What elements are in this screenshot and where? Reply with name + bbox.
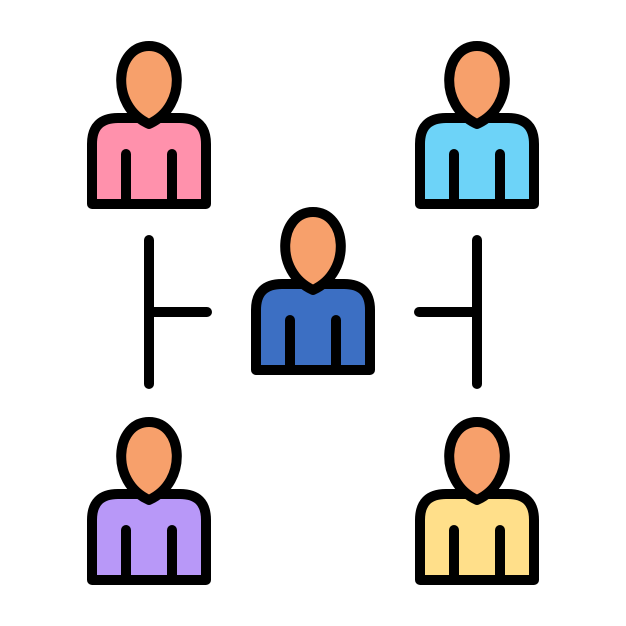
head: [444, 41, 510, 129]
person-center: [251, 207, 375, 375]
head: [444, 417, 510, 505]
shirt: [87, 489, 211, 585]
shirt: [87, 113, 211, 209]
person-top-right: [415, 41, 539, 209]
head: [116, 41, 182, 129]
shirt: [415, 113, 539, 209]
head: [116, 417, 182, 505]
shirt: [415, 489, 539, 585]
person-top-left: [87, 41, 211, 209]
connector-left: [144, 235, 212, 389]
person-bottom-left: [87, 417, 211, 585]
shirt: [251, 279, 375, 375]
connector-right: [414, 235, 482, 389]
person-bottom-right: [415, 417, 539, 585]
head: [280, 207, 346, 295]
